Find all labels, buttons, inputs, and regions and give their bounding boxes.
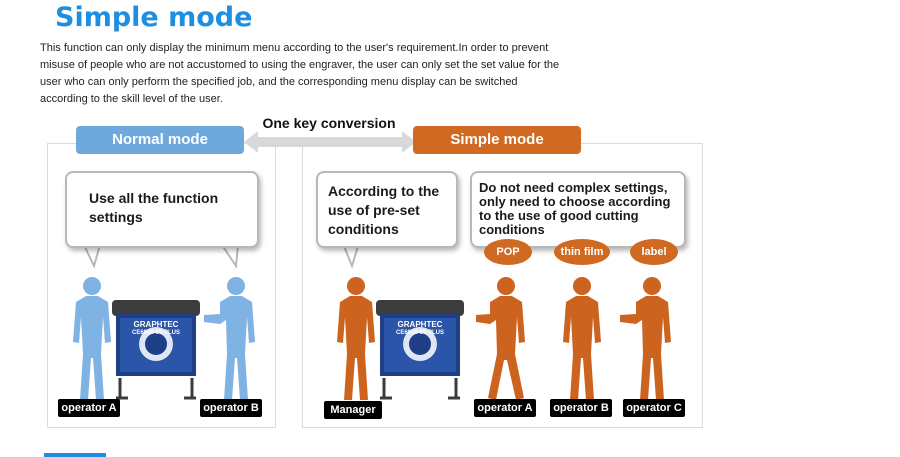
simple-operator-c-tag: operator C [623, 399, 685, 417]
manager-figure [337, 277, 375, 400]
simple-plotter-brand: GRAPHTEC [397, 320, 443, 329]
condition-oval-thin-film: thin film [554, 239, 610, 265]
normal-operator-b-tag: operator B [200, 399, 262, 417]
manager-tag: Manager [324, 401, 382, 419]
page-title: Simple mode [55, 2, 253, 33]
simple-operator-a-figure [476, 277, 525, 400]
simple-mode-label[interactable]: Simple mode [413, 126, 581, 154]
normal-mode-bubble: Use all the function settings [65, 171, 259, 248]
condition-oval-label: label [630, 239, 678, 265]
conversion-arrow-icon [244, 131, 416, 153]
simple-plotter [374, 298, 466, 400]
page-description: This function can only display the minim… [40, 42, 560, 105]
normal-plotter [110, 298, 202, 400]
conversion-label: One key conversion [262, 115, 396, 131]
normal-plotter-brand: GRAPHTEC [133, 320, 179, 329]
simple-operator-b-tag: operator B [550, 399, 612, 417]
next-section-heading-sliver [44, 453, 106, 457]
condition-oval-pop: POP [484, 239, 532, 265]
operators-bubble-text: Do not need complex settings, only need … [479, 180, 671, 237]
manager-bubble-text: According to the use of pre-set conditio… [328, 183, 440, 237]
simple-operator-b-figure [563, 277, 601, 400]
normal-operator-a-figure [73, 277, 111, 400]
normal-mode-label[interactable]: Normal mode [76, 126, 244, 154]
simple-plotter-model: CE6000-60 PLUS [395, 330, 445, 336]
normal-operator-b-figure [204, 277, 255, 400]
manager-bubble: According to the use of pre-set conditio… [316, 171, 458, 248]
normal-operator-a-tag: operator A [58, 399, 120, 417]
normal-plotter-model: CE6000-60 PLUS [131, 330, 181, 336]
operators-bubble: Do not need complex settings, only need … [470, 171, 686, 248]
normal-mode-bubble-text: Use all the function settings [89, 190, 219, 225]
simple-operator-a-tag: operator A [474, 399, 536, 417]
simple-operator-c-figure [620, 277, 671, 400]
